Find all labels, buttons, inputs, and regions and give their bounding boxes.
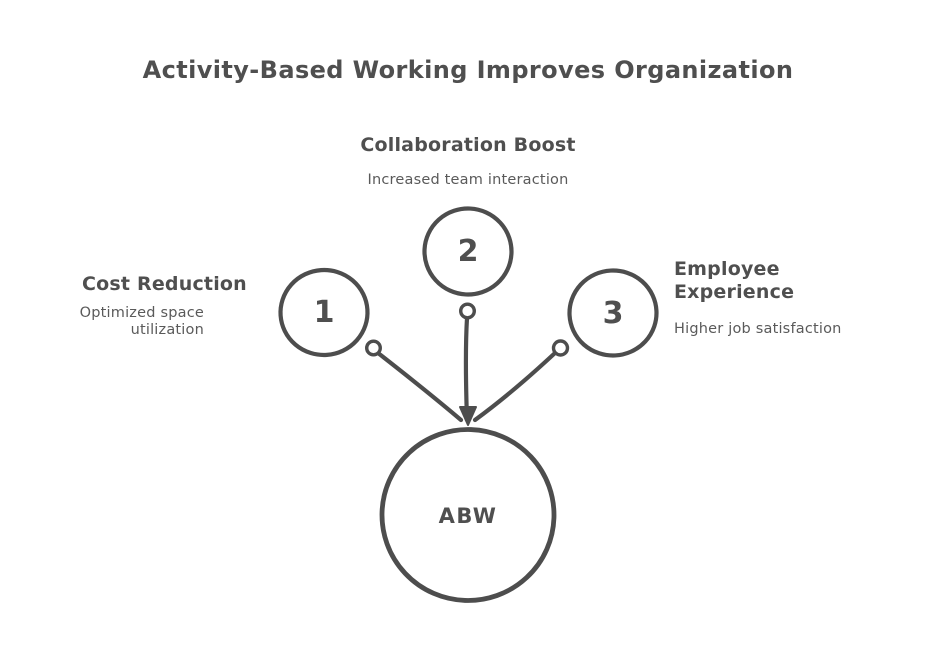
connector-node3-to-center xyxy=(472,350,558,423)
center-circle xyxy=(379,427,557,603)
node-2-number: 2 xyxy=(457,233,479,269)
node-2-circle xyxy=(422,206,514,297)
connector-2-endpoint-dot xyxy=(459,302,477,320)
connector-1-endpoint-dot xyxy=(365,339,383,357)
node-1-title: Cost Reduction xyxy=(82,273,247,295)
node-2-subtitle: Increased team interaction xyxy=(367,172,569,188)
node-1-circle xyxy=(278,267,370,358)
node-1-number: 1 xyxy=(313,294,335,330)
connector-node2-to-center xyxy=(463,315,470,423)
diagram-title: Activity-Based Working Improves Organiza… xyxy=(142,56,794,84)
connector-node1-to-center xyxy=(375,350,464,423)
connector-3-endpoint-dot xyxy=(551,339,570,357)
node-1-subtitle: Optimized space utilization xyxy=(79,305,204,339)
node-3-subtitle: Higher job satisfaction xyxy=(674,321,842,337)
center-node-label: ABW xyxy=(438,504,498,528)
arrowhead-icon xyxy=(459,406,477,426)
node-3-number: 3 xyxy=(602,295,624,331)
node-2-title: Collaboration Boost xyxy=(360,134,576,156)
node-3-title: Employee Experience xyxy=(674,258,795,304)
node-3-circle xyxy=(567,268,659,358)
